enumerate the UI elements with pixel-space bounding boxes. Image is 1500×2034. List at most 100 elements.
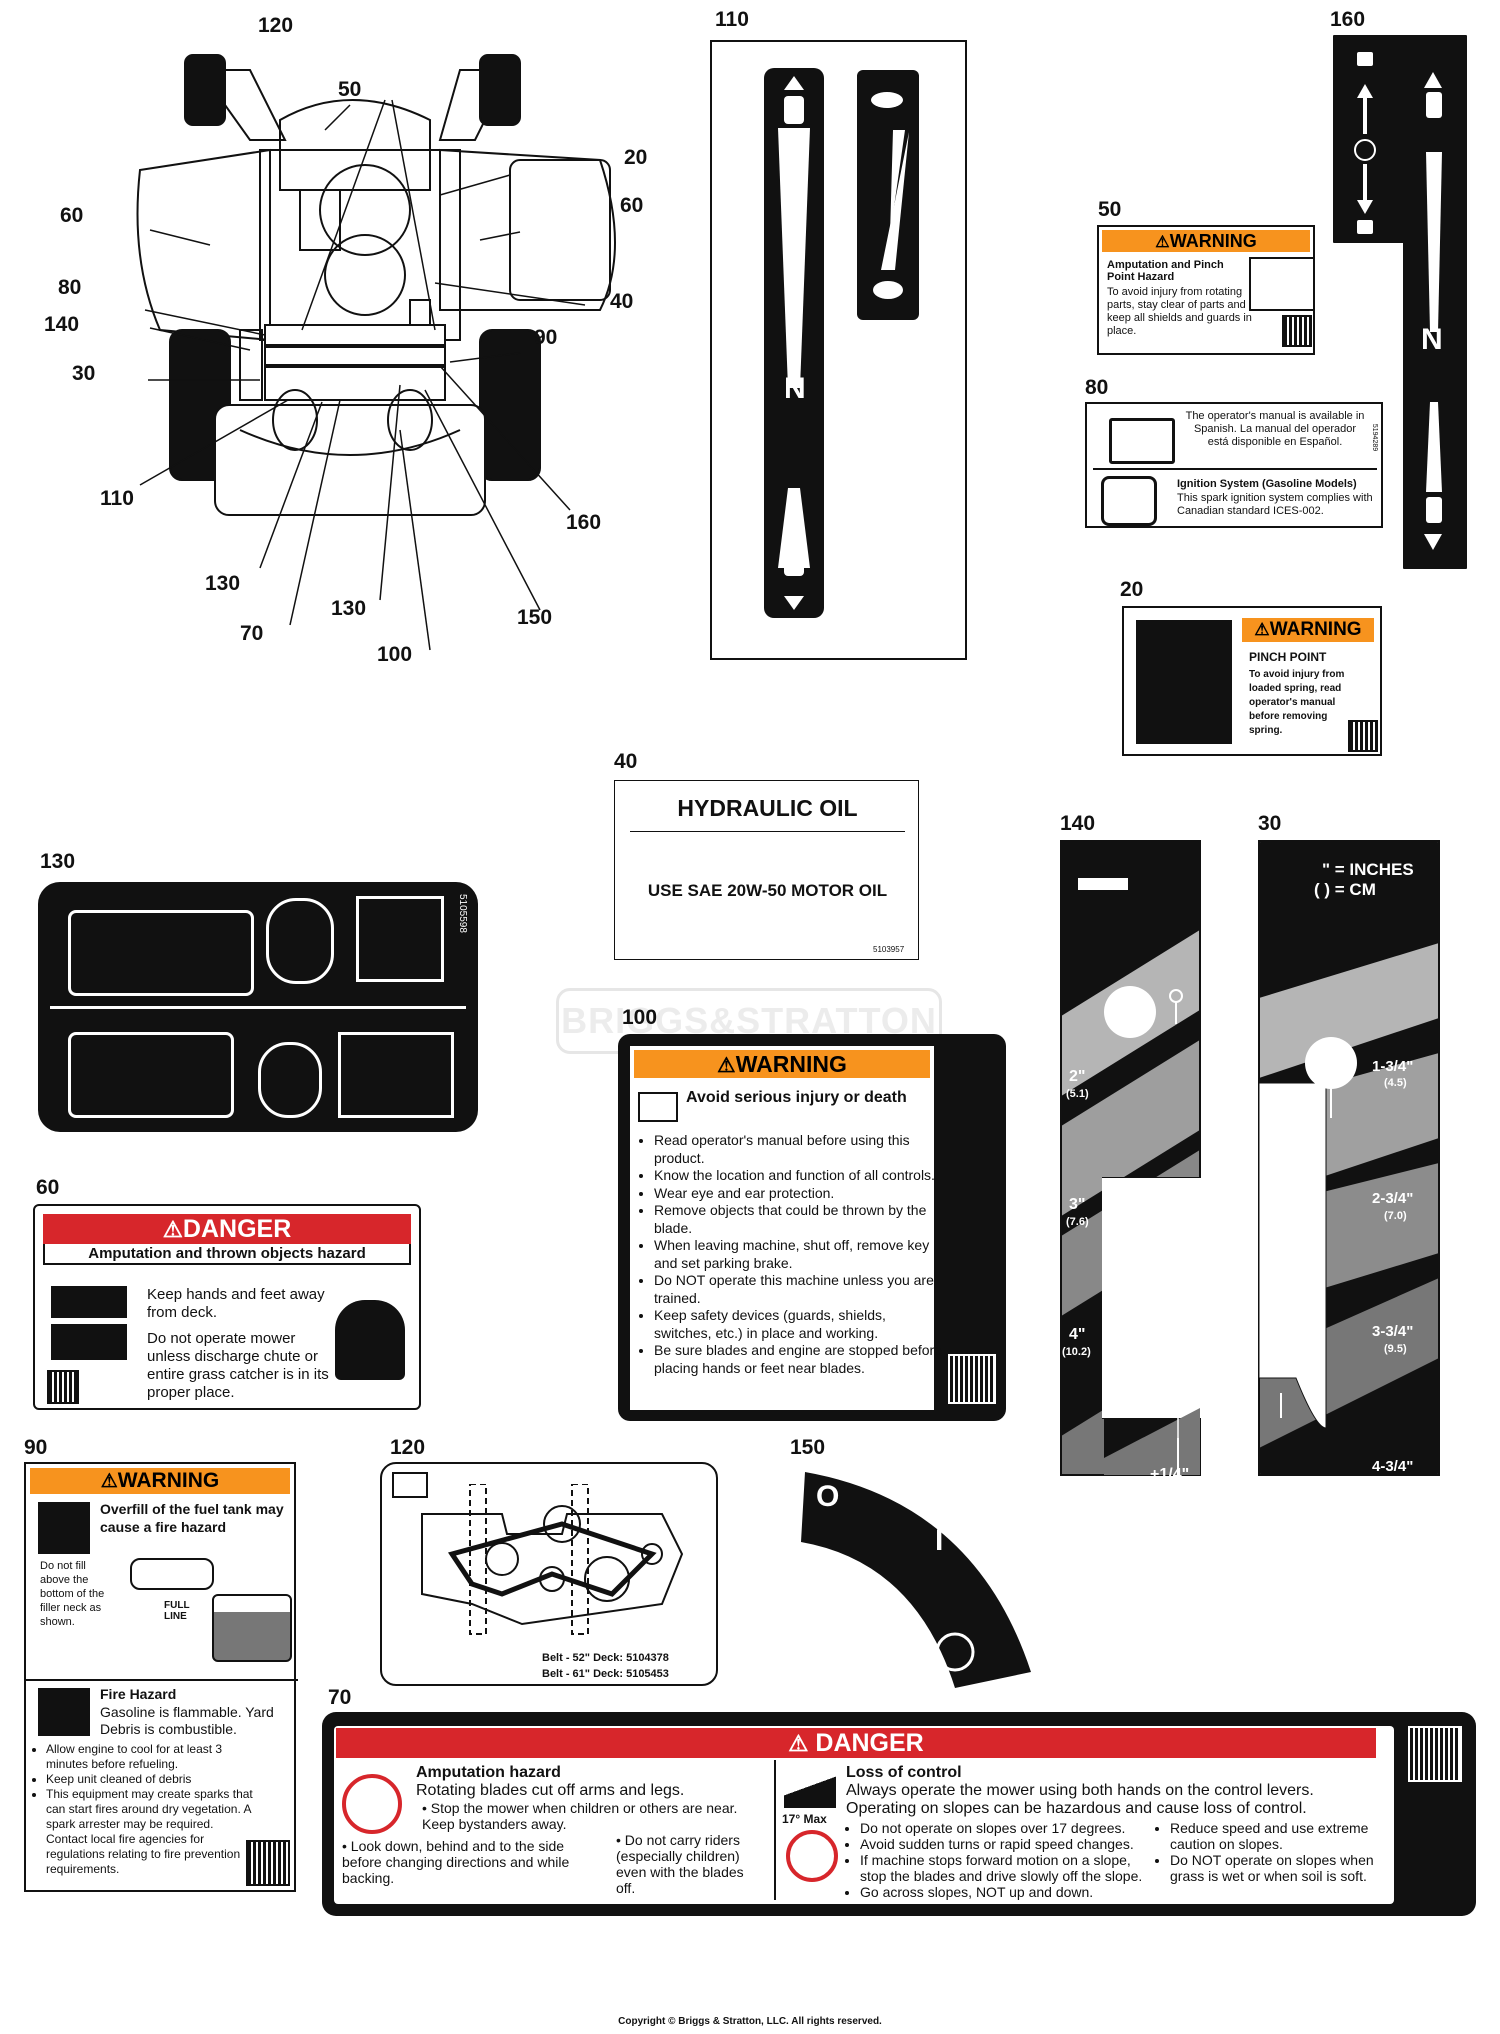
decal-130-divider [50,1006,466,1009]
decal-40: HYDRAULIC OIL USE SAE 20W-50 MOTOR OIL 5… [614,780,919,960]
decal-140-mark-3-in: +1/4" [1150,1466,1190,1483]
decal-90-title1: Overfill of the fuel tank may cause a fi… [100,1501,284,1535]
decal-100-item: Do NOT operate this machine unless you a… [654,1272,942,1307]
callout-40: 40 [610,290,634,313]
decal-20-header: ⚠WARNING [1242,618,1374,642]
belt-routing-diagram [421,1484,684,1635]
attach-hitch-icon [266,898,334,984]
decal-110-neutral: N [784,372,806,405]
push-mower-icon [68,910,254,996]
decal-50: ⚠WARNING Amputation and Pinch Point Haza… [1097,225,1315,355]
callout-70: 70 [240,622,264,645]
decal-30-mark-3-cm: (12.1) [1380,1477,1409,1489]
decal-60-bullet-1: Keep hands and feet away from deck. [147,1286,325,1321]
decal-70-l-item: Do not operate on slopes over 17 degrees… [860,1820,1160,1836]
decal-90-title2: Fire Hazard [100,1686,177,1702]
callout-60-left: 60 [60,204,84,227]
callout-100: 100 [377,643,413,666]
decal-30-legend-cm: ( ) = CM [1314,880,1376,899]
decal-50-header: ⚠WARNING [1102,230,1310,252]
label-140: 140 [1060,812,1096,835]
decal-100-item: Know the location and function of all co… [654,1167,942,1185]
decal-80-spanish: The operator's manual is available in Sp… [1185,410,1365,448]
label-60: 60 [36,1176,60,1199]
decal-140-mark-3-cm: (0.6) [1160,1486,1183,1498]
rotating-parts-icon [1249,257,1315,311]
decal-20: ⚠WARNING PINCH POINT To avoid injury fro… [1122,606,1382,756]
warning-triangle-icon: ⚠ [162,1217,183,1242]
decal-90-header: ⚠WARNING [30,1468,290,1494]
decal-20-title: PINCH POINT [1249,650,1327,664]
no-riders-icon [342,1774,402,1834]
label-50: 50 [1098,198,1122,221]
callout-130-left: 130 [205,572,241,595]
decal-30-mark-4-in: +1/2" [1260,1516,1297,1533]
decal-60-bullet-2: Do not operate mower unless discharge ch… [147,1330,329,1401]
label-90: 90 [24,1436,48,1459]
decal-160 [1333,35,1467,569]
decal-80-divider [1093,468,1377,470]
decal-90-full-line: FULL LINE [164,1600,190,1622]
manual-book-icon [1109,418,1175,464]
thrown-objects-icon [335,1300,405,1380]
decal-70-l-item: If machine stops forward motion on a slo… [860,1852,1160,1884]
fire-icon [38,1502,90,1554]
decal-90-divider [26,1679,298,1681]
callout-30: 30 [72,362,96,385]
decal-80-ign-title: Ignition System (Gasoline Models) [1177,478,1357,490]
decal-120-belt-52: Belt - 52" Deck: 5104378 [542,1652,669,1664]
rabbit-turtle-speed-icon [857,70,919,320]
callout-80: 80 [58,276,82,299]
decal-120: Belt - 52" Deck: 5104378 Belt - 61" Deck… [380,1462,718,1686]
decal-40-rule [630,831,905,832]
decal-30-mark-1-in: 2-3/4" [1372,1190,1414,1207]
decal-70-l-list-1: Do not operate on slopes over 17 degrees… [846,1820,1160,1900]
qr-code-icon [47,1370,79,1404]
warning-triangle-icon: ⚠ [717,1054,736,1077]
qr-code-icon [246,1840,290,1886]
label-20: 20 [1120,578,1144,601]
decal-90-item: Keep unit cleaned of debris [46,1772,256,1787]
fuel-nozzle-icon [130,1558,214,1590]
decal-70-divider [774,1760,776,1900]
pinch-hand-icon [1136,620,1232,744]
decal-70-l-title: Loss of control [846,1764,962,1781]
decal-30 [1258,840,1440,1476]
label-160: 160 [1330,8,1366,31]
decal-90-title2-body: Gasoline is flammable. Yard Debris is co… [100,1704,274,1737]
manual-book-icon [392,1472,428,1498]
label-70: 70 [328,1686,352,1709]
callout-150: 150 [517,606,553,629]
warning-triangle-icon: ⚠ [1155,233,1170,251]
decal-90-item: This equipment may create sparks that ca… [46,1787,256,1877]
decal-30-mark-1-cm: (7.0) [1384,1210,1407,1222]
decal-70-a-title: Amputation hazard [416,1764,561,1781]
decal-30-mark-3-in: 4-3/4" [1372,1458,1414,1475]
decal-70-panel: ⚠ DANGER Amputation hazard Rotating blad… [334,1726,1394,1904]
decal-100-list: Read operator's manual before using this… [640,1132,942,1377]
decal-70-l-body: Always operate the mower using both hand… [846,1782,1314,1817]
decal-30-mark-2-in: 3-3/4" [1372,1323,1414,1340]
decal-110: N [710,40,967,660]
decal-140-mark-1-cm: (7.6) [1066,1216,1089,1228]
callout-160: 160 [566,511,602,534]
decal-120-belt-61: Belt - 61" Deck: 5105453 [542,1668,669,1680]
down-arrow-icon [356,896,444,982]
decal-80-ign-body: This spark ignition system complies with… [1177,492,1373,517]
label-30: 30 [1258,812,1282,835]
decal-140-mark-0-cm: (5.1) [1066,1088,1089,1100]
hand-foot-icon [51,1286,127,1318]
copyright-notice: Copyright © Briggs & Stratton, LLC. All … [618,2016,882,2027]
decal-150 [801,1472,1031,1688]
callout-110: 110 [100,487,134,510]
riding-mower-icon [68,1032,234,1118]
decal-100-item: Wear eye and ear protection. [654,1185,942,1203]
decal-70-l-item: Reduce speed and use extreme caution on … [1170,1820,1400,1852]
decal-140-mark-4-cm: (12.7) [1139,1616,1168,1628]
decal-160-neutral: N [1421,323,1443,356]
decal-140-mark-2-cm: (10.2) [1062,1346,1091,1358]
label-80: 80 [1085,376,1109,399]
callout-140: 140 [44,313,80,336]
decal-100-panel: ⚠WARNING Avoid serious injury or death R… [630,1046,942,1410]
qr-code-icon [948,1354,996,1404]
